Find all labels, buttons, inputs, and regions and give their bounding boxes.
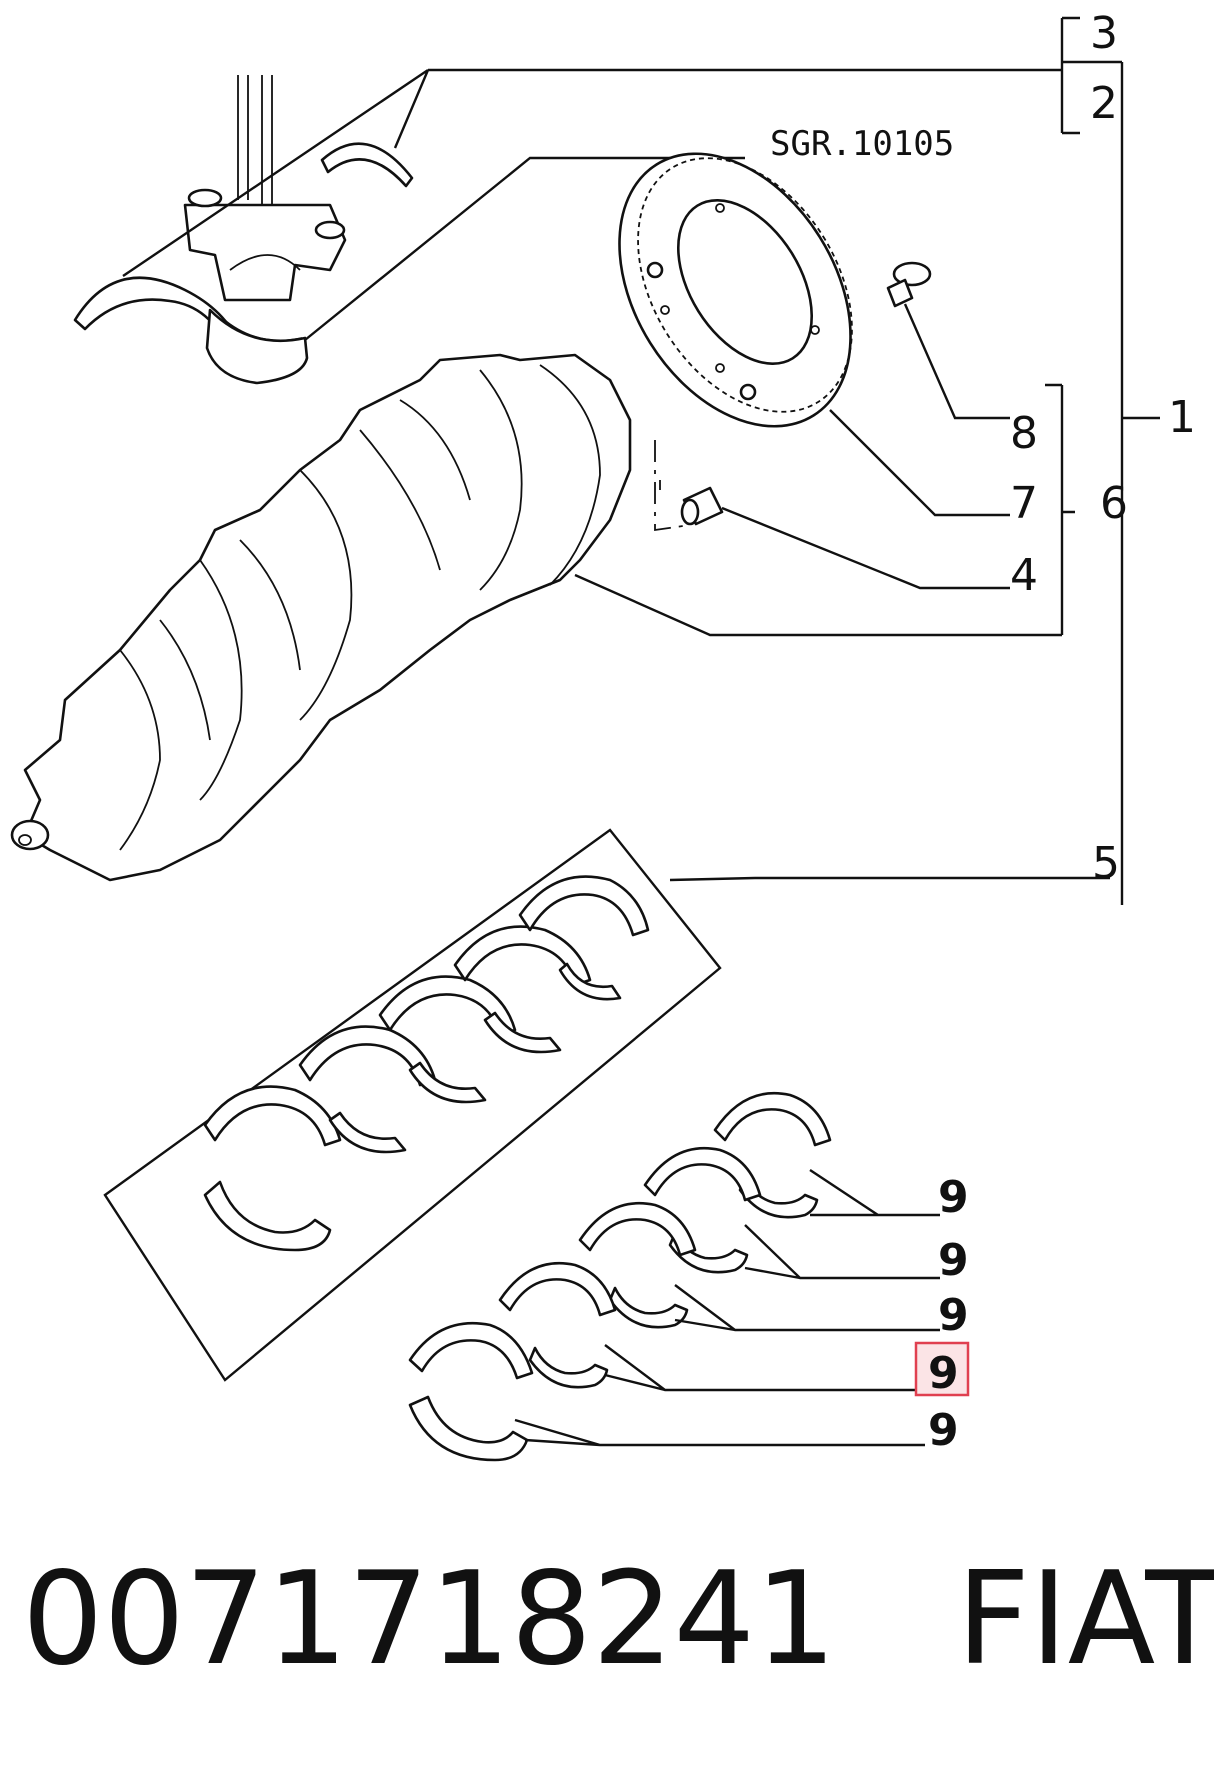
callout-9-first: 9 (938, 1172, 969, 1223)
callout-9-second: 9 (938, 1235, 969, 1286)
callout-5: 5 (1092, 838, 1120, 889)
main-bearing-pair-5 (518, 875, 650, 1001)
upper-rod-bearing-shell (320, 142, 414, 188)
callout-7: 7 (1010, 478, 1038, 529)
bearing-pair-d (498, 1261, 617, 1389)
callout-1: 1 (1168, 392, 1196, 443)
bearing-pair-b (643, 1146, 762, 1274)
part-number-footer: 0071718241 FIAT (22, 1545, 1214, 1695)
bearing-pair-c (578, 1201, 697, 1329)
part-number: 0071718241 (22, 1545, 837, 1694)
callout-9-third: 9 (938, 1290, 969, 1341)
main-bearing-set (103, 828, 722, 1382)
bearing-pair-e (408, 1321, 534, 1462)
callout-8: 8 (1010, 408, 1038, 459)
callout-9-fifth: 9 (928, 1405, 959, 1456)
rod-cap (205, 308, 309, 385)
callout-3: 3 (1090, 8, 1118, 59)
bearing-pairs-item-9 (408, 1091, 832, 1462)
main-bearing-pair-1 (203, 1085, 342, 1252)
callout-9-highlighted: 9 (928, 1348, 959, 1399)
callout-6: 6 (1100, 478, 1128, 529)
crankshaft (10, 353, 632, 882)
highlight-box (914, 1341, 970, 1397)
brand-name: FIAT (956, 1545, 1214, 1694)
wheel-screw (886, 261, 932, 308)
dowel-pin (680, 486, 724, 526)
callout-2: 2 (1090, 78, 1118, 129)
phonic-wheel (618, 152, 853, 428)
connecting-rod-drawing (183, 75, 347, 302)
callout-4: 4 (1010, 550, 1038, 601)
tool-code-label: SGR.10105 (770, 124, 954, 164)
bearing-pair-a (713, 1091, 832, 1219)
